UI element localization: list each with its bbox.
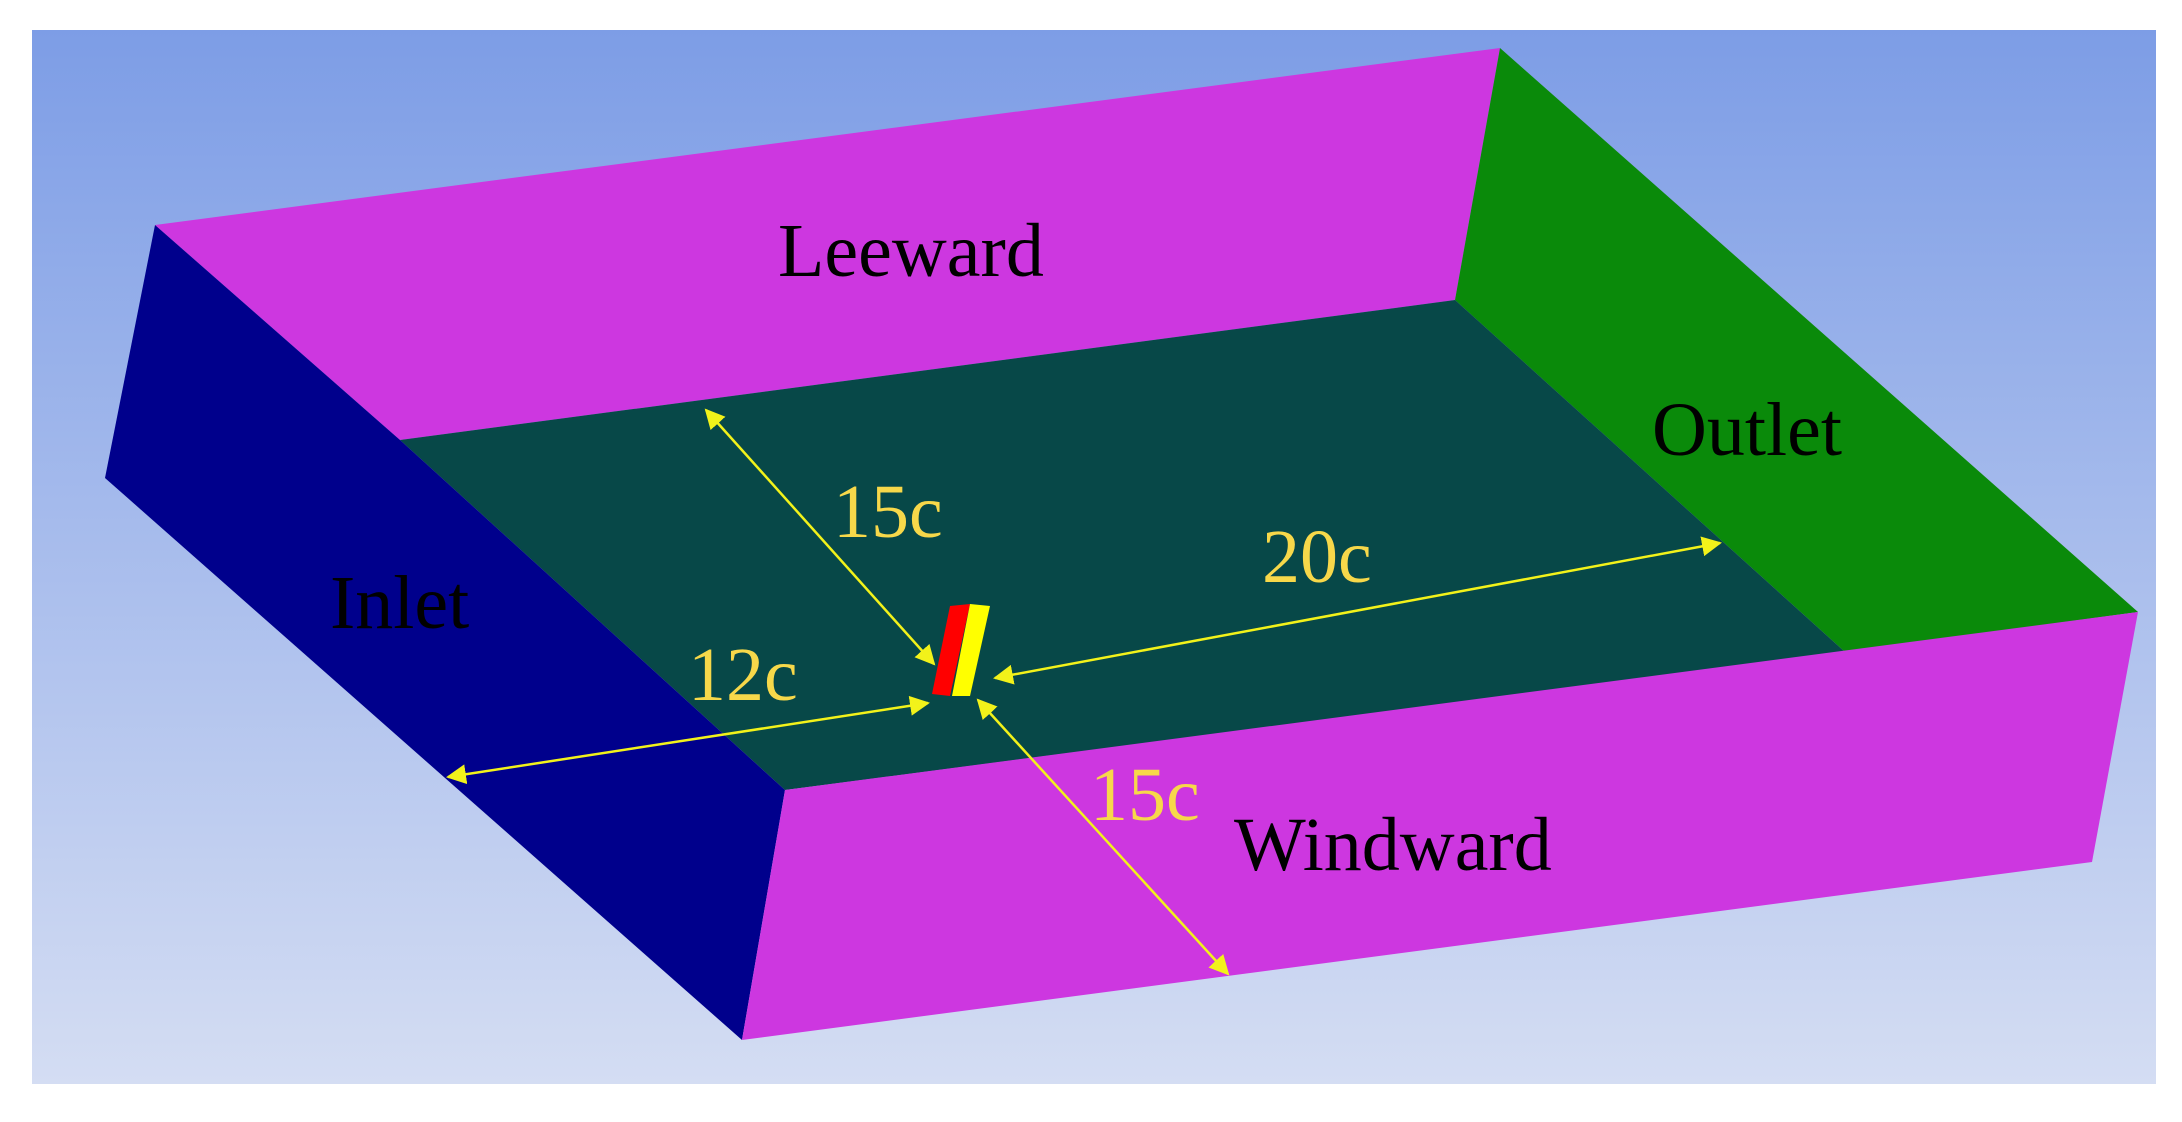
leeward-label: Leeward — [778, 209, 1044, 293]
dimension-label-to-inlet: 12c — [688, 633, 798, 717]
dimension-label-to-outlet: 20c — [1262, 515, 1372, 599]
inlet-wall — [105, 225, 785, 1040]
body-back-face — [952, 604, 990, 696]
outlet-wall — [1455, 48, 2138, 652]
dimension-line-to-leeward — [704, 408, 936, 666]
dimension-label-to-windward: 15c — [1090, 753, 1200, 837]
windward-label: Windward — [1234, 803, 1552, 887]
outlet-label: Outlet — [1652, 388, 1842, 472]
body-front-face — [932, 604, 970, 696]
dimension-line-to-windward — [976, 698, 1230, 976]
leeward-wall — [155, 48, 1500, 440]
dimension-line-to-inlet — [446, 695, 930, 785]
inlet-label: Inlet — [330, 561, 469, 645]
dimension-label-to-leeward: 15c — [833, 470, 943, 554]
dimension-line-to-outlet — [993, 536, 1722, 685]
